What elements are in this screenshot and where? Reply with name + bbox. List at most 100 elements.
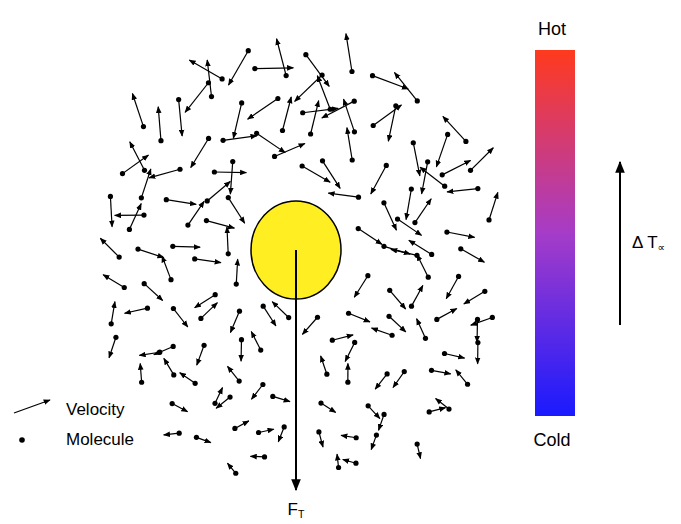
molecule — [251, 382, 265, 399]
molecule-dot — [445, 132, 450, 137]
molecule — [229, 48, 251, 85]
molecule-dot — [171, 306, 176, 311]
molecule-dot — [176, 97, 181, 102]
molecule-dot — [444, 229, 449, 234]
molecule-dot — [177, 431, 182, 436]
velocity-arrow — [349, 313, 370, 322]
velocity-arrow — [207, 60, 211, 97]
legend-molecule-text: Molecule — [66, 431, 134, 450]
molecule-dot — [356, 226, 361, 231]
velocity-arrow — [125, 308, 148, 313]
velocity-arrow — [446, 276, 458, 298]
molecule-dot — [316, 429, 321, 434]
molecule-dot — [324, 372, 329, 377]
molecule — [234, 259, 239, 287]
molecule — [127, 204, 141, 232]
velocity-arrow — [223, 136, 257, 140]
molecule-dot — [346, 311, 351, 316]
molecule — [391, 249, 420, 258]
velocity-arrow — [122, 155, 148, 174]
molecule-dot — [237, 379, 242, 384]
velocity-arrow — [100, 238, 119, 257]
molecule-dot — [201, 343, 206, 348]
molecule — [109, 302, 115, 327]
velocity-arrow — [164, 358, 174, 374]
molecule-dot — [308, 131, 313, 136]
molecule — [320, 158, 340, 188]
molecule-dot — [395, 216, 400, 221]
velocity-arrow — [111, 302, 115, 324]
molecule — [185, 201, 204, 227]
velocity-arrow — [173, 309, 187, 327]
molecule-dot — [141, 212, 146, 217]
velocity-arrow — [109, 337, 116, 357]
molecule-dot — [387, 288, 392, 293]
molecule — [371, 105, 402, 128]
molecule-dot — [252, 66, 257, 71]
molecule-dot — [465, 382, 470, 387]
velocity-arrow — [103, 275, 124, 288]
molecule — [375, 371, 390, 389]
velocity-arrow — [141, 169, 150, 198]
molecule-dot — [440, 172, 445, 177]
molecule — [442, 351, 465, 358]
velocity-arrow — [328, 193, 358, 197]
molecule — [254, 131, 285, 153]
velocity-arrow — [230, 162, 232, 195]
molecule-dot — [234, 282, 239, 287]
molecule — [328, 193, 361, 200]
molecule-dot — [458, 246, 463, 251]
molecule-dot — [170, 244, 175, 249]
velocity-arrow — [172, 404, 187, 412]
molecule — [417, 255, 431, 280]
velocity-arrow — [323, 161, 341, 189]
molecule-dot — [109, 321, 114, 326]
molecule-dot — [230, 159, 235, 164]
molecule-dot — [442, 351, 447, 356]
temperature-color-bar — [535, 50, 575, 416]
velocity-arrow — [132, 94, 143, 127]
velocity-arrow — [394, 72, 417, 100]
molecule-dot — [284, 73, 289, 78]
molecule — [409, 285, 423, 308]
molecule-dot — [232, 426, 237, 431]
velocity-arrow — [422, 162, 428, 194]
molecule-dot — [315, 315, 320, 320]
velocity-arrow — [275, 144, 305, 157]
velocity-arrow — [166, 200, 196, 205]
molecule-dot — [482, 289, 487, 294]
velocity-arrow — [347, 363, 348, 382]
velocity-arrow — [393, 372, 404, 388]
molecule-dot — [122, 285, 127, 290]
molecule — [330, 335, 353, 343]
molecule-dot — [374, 433, 379, 438]
molecule-dot — [349, 69, 354, 74]
velocity-arrow — [197, 345, 204, 365]
molecule — [191, 136, 211, 168]
molecule-dot — [434, 317, 439, 322]
velocity-arrow — [436, 134, 447, 166]
molecule-dot — [303, 52, 308, 57]
molecule — [336, 454, 341, 470]
velocity-arrow — [417, 255, 428, 278]
molecule-dot — [366, 403, 371, 408]
molecule — [456, 370, 470, 387]
molecule — [164, 197, 196, 204]
molecule — [212, 388, 222, 406]
molecule — [272, 144, 305, 159]
molecule — [371, 163, 389, 194]
molecule-dot — [429, 252, 434, 257]
legend-samples — [14, 400, 50, 443]
velocity-arrow — [154, 346, 173, 354]
molecule — [381, 200, 396, 230]
molecule — [227, 366, 241, 383]
velocity-arrow — [445, 353, 465, 358]
molecule — [252, 66, 293, 71]
molecule — [109, 335, 118, 358]
molecule-dot — [415, 441, 420, 446]
molecule — [443, 116, 469, 144]
molecule-dot — [330, 338, 335, 343]
molecule — [212, 169, 247, 174]
molecule — [171, 306, 188, 327]
velocity-arrow — [471, 317, 493, 325]
